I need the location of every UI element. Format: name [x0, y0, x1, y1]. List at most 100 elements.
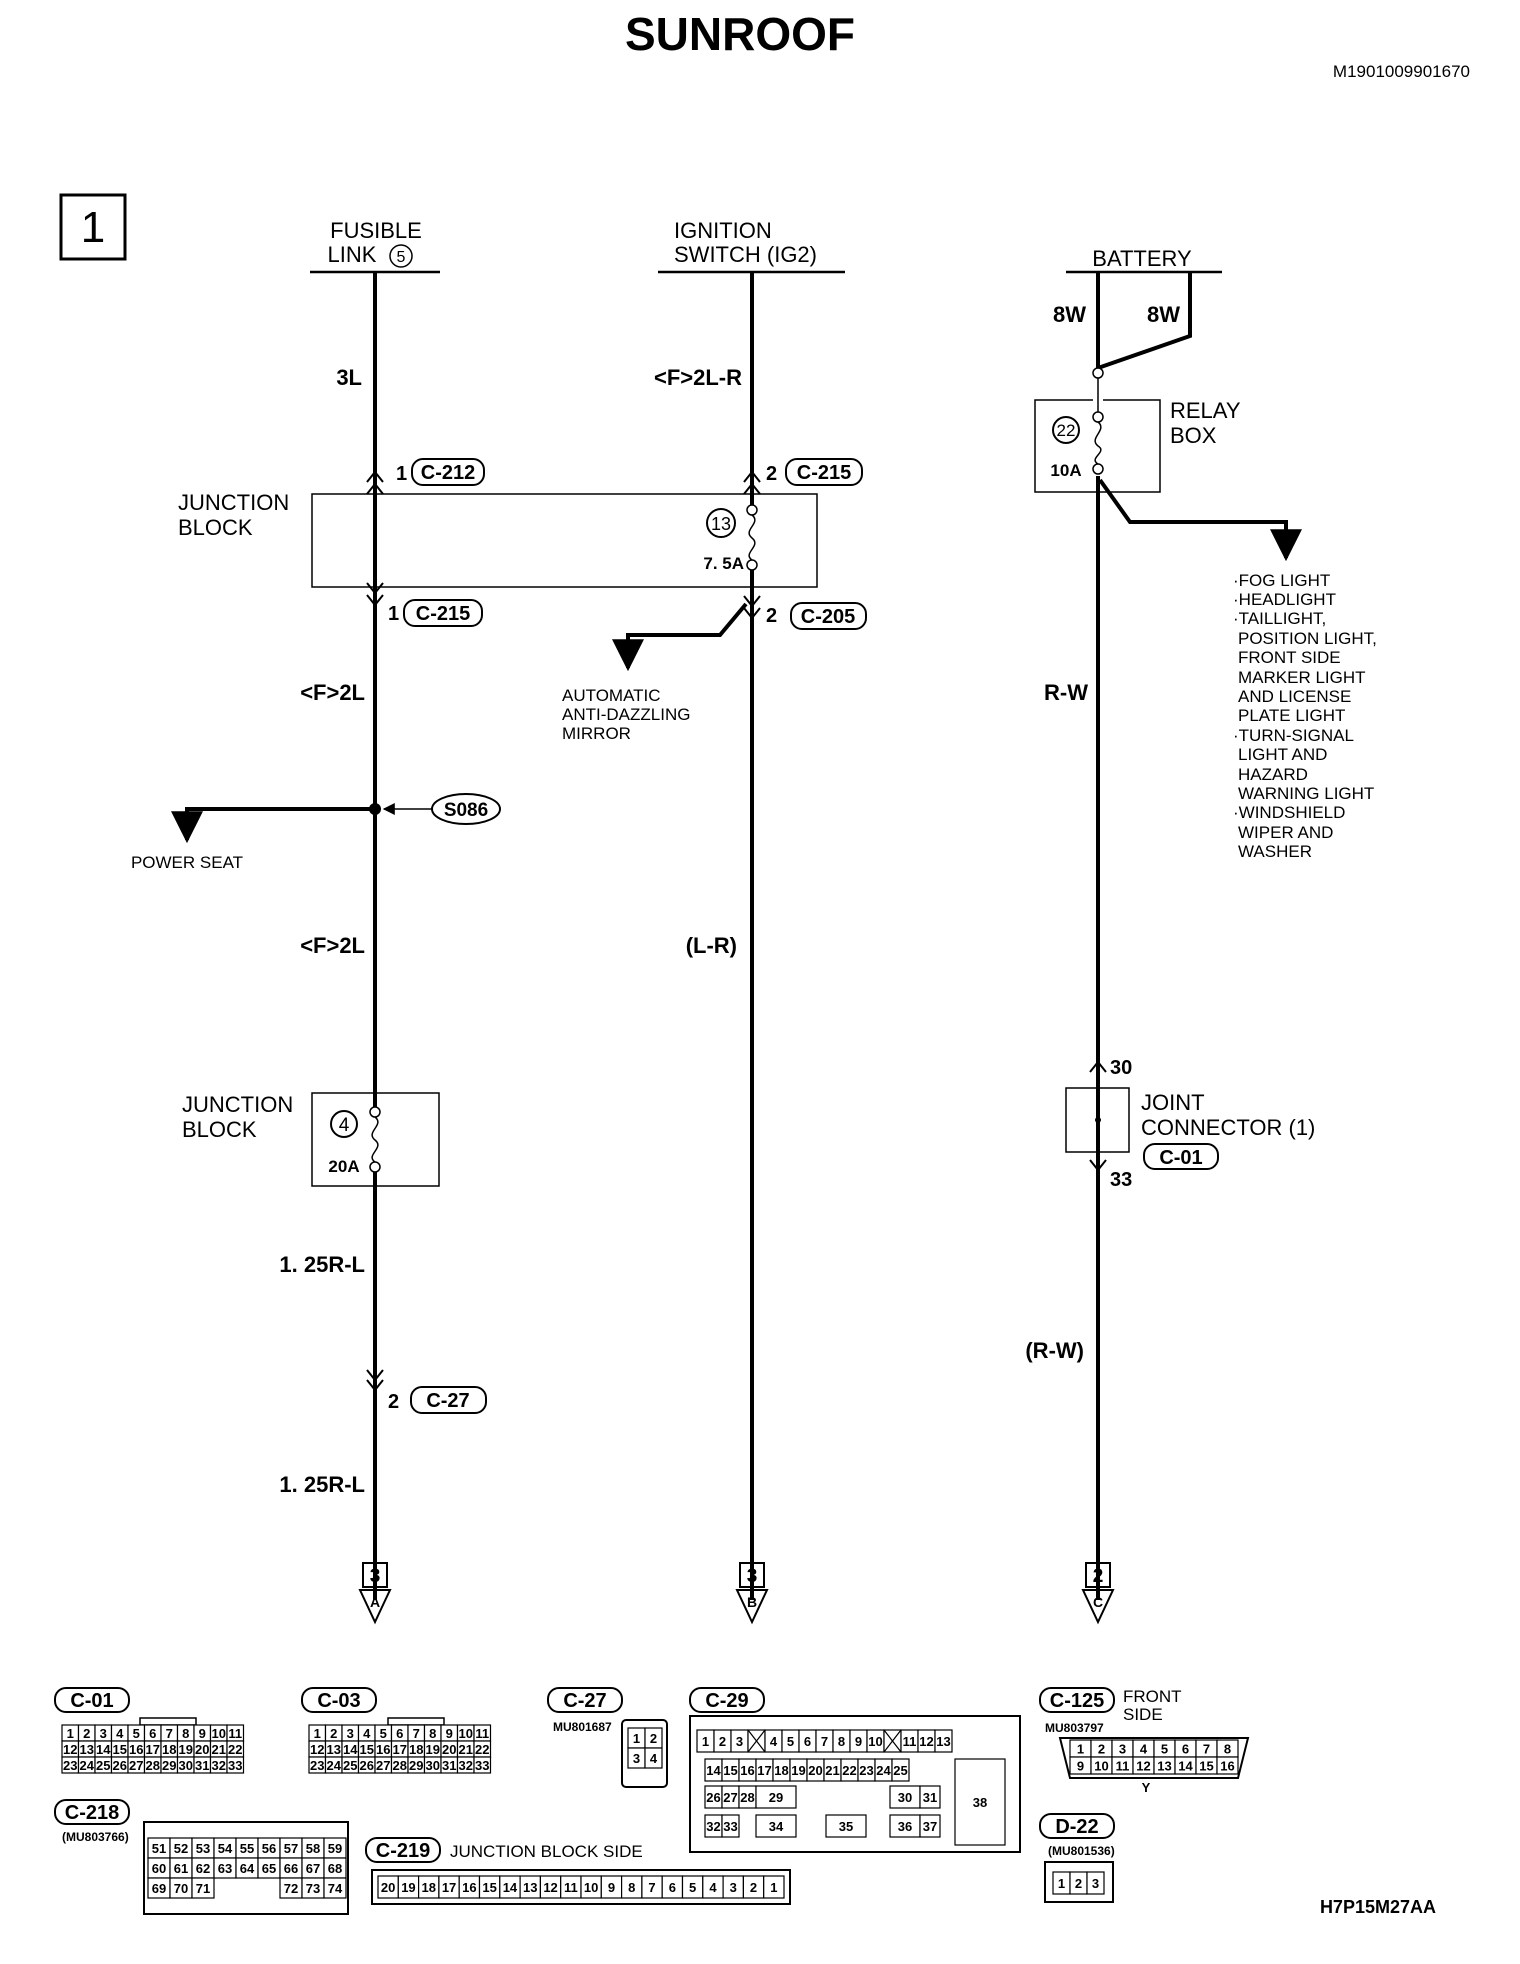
connector-chevron — [366, 594, 384, 607]
fuse22-terminal — [1092, 463, 1104, 475]
c29-pin: 17 — [757, 1763, 771, 1778]
c01-pin: 29 — [162, 1758, 176, 1773]
d22-cell — [1086, 1871, 1105, 1895]
c01-pin: 21 — [212, 1742, 226, 1757]
c03-pin: 23 — [310, 1758, 324, 1773]
c03-pin: 2 — [330, 1726, 337, 1741]
c219-pin: 6 — [669, 1880, 676, 1895]
c01-pin: 4 — [116, 1726, 124, 1741]
wire-label-3l: 3L — [336, 365, 362, 390]
c218-pin: 53 — [196, 1841, 210, 1856]
fuse22-terminal — [1092, 411, 1104, 423]
fuse4-amp: 20A — [328, 1157, 359, 1176]
c218-pin: 68 — [328, 1861, 342, 1876]
junction-block — [311, 493, 818, 588]
c29-cell — [825, 1814, 867, 1838]
c29-face-tag: C-29 — [705, 1690, 748, 1712]
relay-load-item: ·FOG LIGHT — [1233, 571, 1330, 590]
c218-pin: 57 — [284, 1841, 298, 1856]
c01-pin: 8 — [182, 1726, 189, 1741]
c218-cell — [323, 1877, 347, 1899]
c219-pin: 18 — [422, 1880, 436, 1895]
c218-pin: 71 — [196, 1881, 210, 1896]
continuation-b-arrow — [735, 1589, 769, 1625]
fuse13-number-circle — [706, 508, 736, 538]
pin-2-c215: 2 — [766, 463, 777, 485]
wire-label-f2l: <F>2L — [300, 680, 365, 705]
relay-load-item: LIGHT AND — [1238, 745, 1327, 764]
c29-blank-cavity — [883, 1729, 902, 1753]
wire-label-lr: (L-R) — [686, 933, 737, 958]
c125-pin: 2 — [1098, 1742, 1105, 1757]
c125-pin: 15 — [1199, 1759, 1213, 1774]
c27-pin: 3 — [633, 1751, 640, 1766]
c219-pin: 10 — [584, 1880, 598, 1895]
c03-pin: 5 — [380, 1726, 387, 1741]
c01-pin: 30 — [179, 1758, 193, 1773]
relay-load-item: FRONT SIDE — [1238, 648, 1341, 667]
c29-pin: 26 — [706, 1790, 720, 1805]
wire-label-125rl: 1. 25R-L — [279, 1252, 365, 1277]
relay-load-item: AND LICENSE — [1238, 687, 1351, 706]
c219-pin: 4 — [709, 1880, 717, 1895]
mirror-label: AUTOMATIC — [562, 686, 661, 705]
relay-loads-list: ·FOG LIGHT ·HEADLIGHT ·TAILLIGHT, POSITI… — [1233, 571, 1377, 861]
c01-pin: 9 — [199, 1726, 206, 1741]
c219-pin: 16 — [462, 1880, 476, 1895]
page-number: 1 — [81, 203, 105, 252]
c215-tag: C-215 — [416, 603, 470, 625]
c03-pin: 25 — [343, 1758, 357, 1773]
c29-pin: 14 — [706, 1763, 721, 1778]
c03-pin: 7 — [413, 1726, 420, 1741]
c03-pin: 22 — [475, 1742, 489, 1757]
relay-loads-branch — [1098, 478, 1302, 562]
c01-pin: 7 — [166, 1726, 173, 1741]
mirror-label-2: ANTI-DAZZLING — [562, 705, 690, 724]
fuse13-amp: 7. 5A — [703, 554, 744, 573]
c125-pin: 6 — [1182, 1742, 1189, 1757]
c218-pin: 74 — [328, 1881, 343, 1896]
c03-pin: 11 — [475, 1726, 489, 1741]
c218-pin: 66 — [284, 1861, 298, 1876]
c219-pin: 12 — [543, 1880, 557, 1895]
c03-cell — [473, 1756, 492, 1774]
c218-face-tag: C-218 — [65, 1802, 119, 1824]
c03-pin: 19 — [426, 1742, 440, 1757]
wire-label-rw: R-W — [1044, 680, 1088, 705]
mirror-branch — [612, 602, 748, 672]
junction-block-label-2: BLOCK — [178, 515, 253, 540]
c212-tag-box — [411, 458, 485, 486]
c27-pin: 1 — [633, 1731, 640, 1746]
c01-tag-box — [1143, 1143, 1219, 1170]
c29-pin: 4 — [770, 1734, 778, 1749]
c03-pin: 33 — [475, 1758, 489, 1773]
c29-pin: 36 — [898, 1819, 912, 1834]
c125-pin: 16 — [1220, 1759, 1234, 1774]
power-seat-branch — [171, 807, 375, 844]
c125-key-mark: Y — [1142, 1780, 1151, 1795]
continuation-c-letter: C — [1093, 1594, 1103, 1610]
battery-label: BATTERY — [1092, 246, 1192, 271]
c29-pin: 32 — [706, 1819, 720, 1834]
connector-chevron — [366, 482, 384, 495]
c03-pin: 17 — [393, 1742, 407, 1757]
relay-load-item: ·HEADLIGHT — [1233, 590, 1336, 609]
c218-cell — [191, 1877, 215, 1899]
c125-face-tag: C-125 — [1050, 1690, 1104, 1712]
joint-connector-dot — [1095, 1117, 1101, 1123]
fuse4-number: 4 — [339, 1115, 350, 1136]
c125-pin: 1 — [1077, 1742, 1084, 1757]
c215-top-tag-box — [785, 458, 863, 486]
c01-pin: 20 — [195, 1742, 209, 1757]
c29-pin: 6 — [804, 1734, 811, 1749]
continuation-c-page-box — [1085, 1562, 1111, 1588]
c219-pin: 20 — [381, 1880, 395, 1895]
c125-pin: 5 — [1161, 1742, 1168, 1757]
joint-connector-label: JOINT — [1141, 1090, 1205, 1115]
fuse4-element — [371, 1116, 379, 1163]
c125-pin: 14 — [1178, 1759, 1193, 1774]
c01-pin: 15 — [113, 1742, 127, 1757]
fusible-link-label: FUSIBLE — [330, 218, 422, 243]
